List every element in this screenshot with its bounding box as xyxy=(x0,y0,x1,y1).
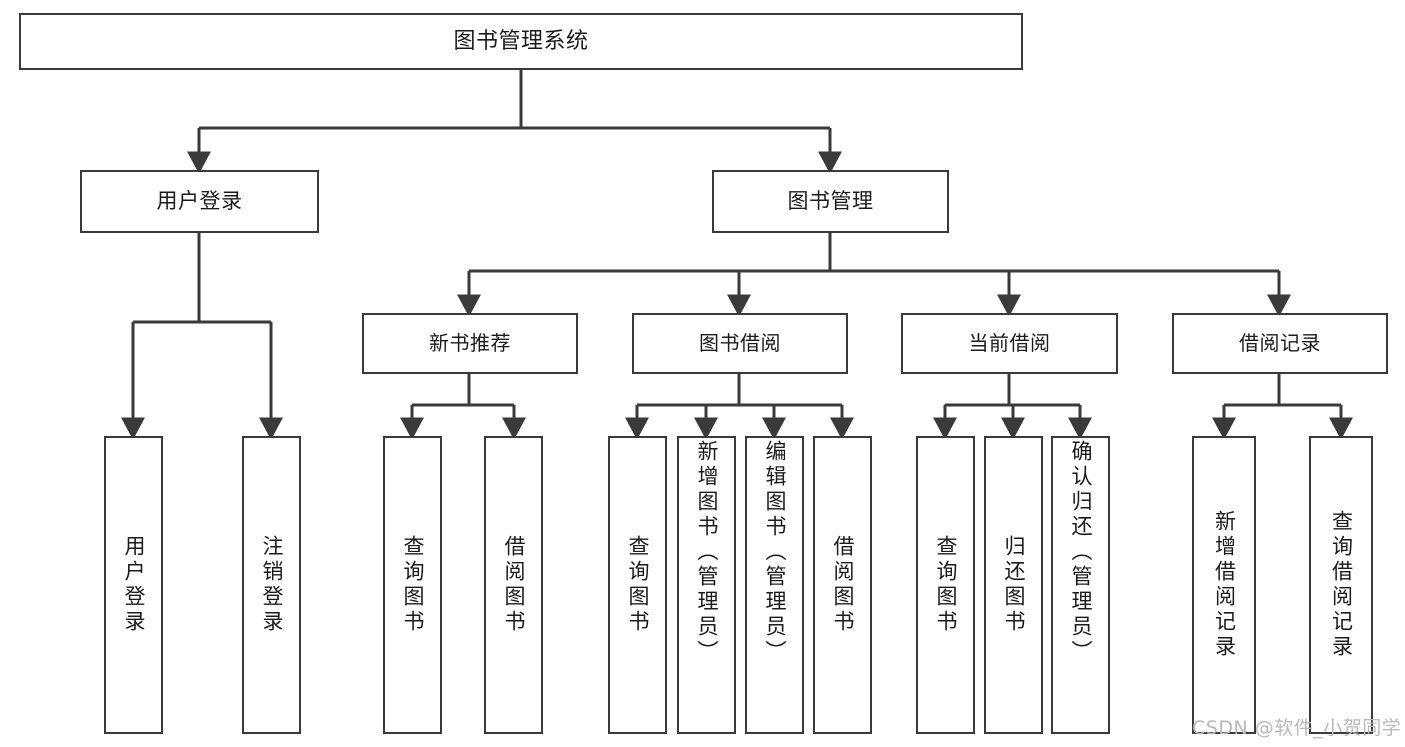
node-root-system[interactable]: 图书管理系统 xyxy=(19,13,1023,70)
leaf-label: 查询图书 xyxy=(626,535,650,635)
leaf-borrow-book[interactable]: 借阅图书 xyxy=(813,436,872,734)
leaf-label: 新增借阅记录 xyxy=(1212,510,1237,660)
leaf-label: 新增图书（管理员） xyxy=(695,440,719,665)
node-borrow-record[interactable]: 借阅记录 xyxy=(1172,313,1388,374)
node-label: 新书推荐 xyxy=(429,331,511,355)
node-label: 用户登录 xyxy=(156,189,243,214)
leaf-user-login[interactable]: 用户登录 xyxy=(104,436,163,734)
node-book-management[interactable]: 图书管理 xyxy=(712,170,949,233)
leaf-label: 借阅图书 xyxy=(502,535,526,635)
leaf-confirm-return-admin[interactable]: 确认归还（管理员） xyxy=(1051,436,1110,734)
leaf-label: 编辑图书（管理员） xyxy=(763,440,787,665)
leaf-label: 确认归还（管理员） xyxy=(1069,440,1093,665)
leaf-query-book-borrow[interactable]: 查询图书 xyxy=(608,436,667,734)
leaf-query-book-recommend[interactable]: 查询图书 xyxy=(383,436,442,734)
leaf-label: 查询借阅记录 xyxy=(1329,510,1354,660)
node-current-borrow[interactable]: 当前借阅 xyxy=(901,313,1118,374)
leaf-label: 借阅图书 xyxy=(831,535,855,635)
leaf-label: 查询图书 xyxy=(401,535,425,635)
node-label: 图书借阅 xyxy=(699,331,781,355)
leaf-edit-book-admin[interactable]: 编辑图书（管理员） xyxy=(745,436,804,734)
node-label: 当前借阅 xyxy=(968,331,1051,355)
leaf-label: 注销登录 xyxy=(260,535,284,635)
node-user-login[interactable]: 用户登录 xyxy=(80,170,319,233)
leaf-label: 归还图书 xyxy=(1002,535,1026,635)
node-new-book-recommend[interactable]: 新书推荐 xyxy=(362,313,578,374)
leaf-add-book-admin[interactable]: 新增图书（管理员） xyxy=(677,436,736,734)
leaf-add-borrow-record[interactable]: 新增借阅记录 xyxy=(1192,436,1256,734)
leaf-query-book-current[interactable]: 查询图书 xyxy=(916,436,975,734)
leaf-user-logout[interactable]: 注销登录 xyxy=(242,436,301,734)
leaf-label: 查询图书 xyxy=(934,535,958,635)
node-label: 图书管理系统 xyxy=(453,28,589,54)
node-book-borrow[interactable]: 图书借阅 xyxy=(632,313,848,374)
leaf-label: 用户登录 xyxy=(122,535,146,635)
leaf-return-book[interactable]: 归还图书 xyxy=(984,436,1043,734)
watermark: CSDN @软件_小贺同学 xyxy=(1192,717,1402,739)
leaf-borrow-book-recommend[interactable]: 借阅图书 xyxy=(484,436,543,734)
node-label: 借阅记录 xyxy=(1239,331,1321,355)
leaf-query-borrow-record[interactable]: 查询借阅记录 xyxy=(1309,436,1373,734)
node-label: 图书管理 xyxy=(787,189,874,214)
